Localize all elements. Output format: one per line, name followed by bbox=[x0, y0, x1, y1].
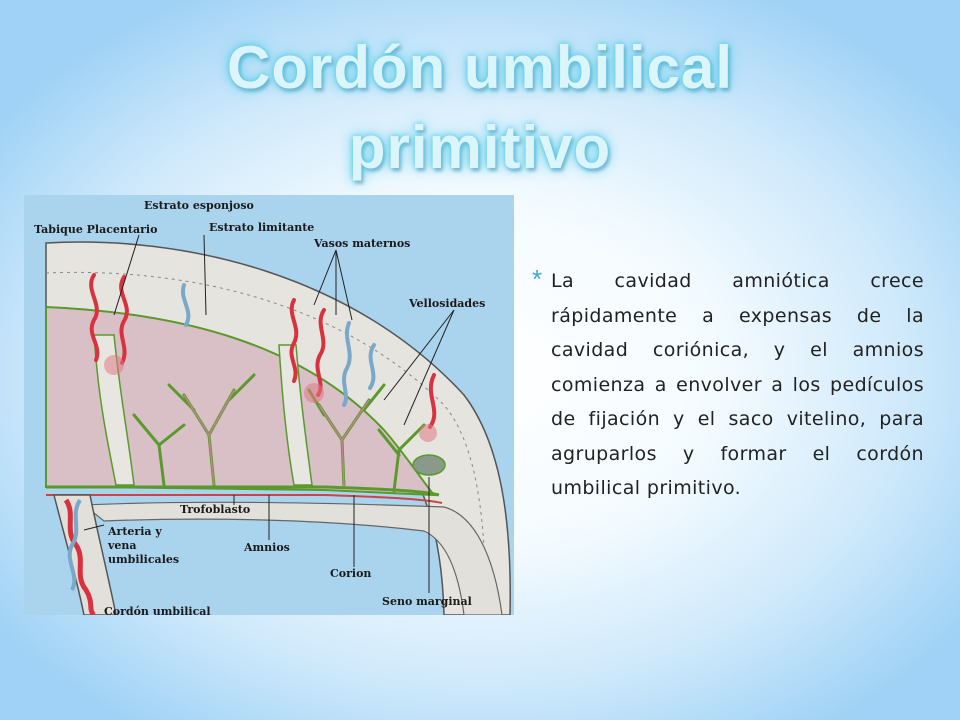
label-arteria-y: Arteria y bbox=[107, 525, 162, 538]
bullet-text: La cavidad amniótica crece rápidamente a… bbox=[551, 270, 924, 499]
label-umbilicales: umbilicales bbox=[108, 553, 179, 566]
label-trofoblasto: Trofoblasto bbox=[180, 503, 250, 516]
placenta-illustration: Estrato esponjoso Tabique Placentario Es… bbox=[34, 199, 511, 615]
amnion-chorion-membrane bbox=[82, 501, 503, 615]
label-vena: vena bbox=[107, 539, 137, 552]
label-vellosidades: Vellosidades bbox=[408, 297, 485, 310]
label-corion: Corion bbox=[330, 567, 371, 580]
chorion-vessel-line bbox=[46, 494, 443, 504]
label-amnios: Amnios bbox=[243, 541, 290, 554]
title-line-1: Cordón umbilical bbox=[226, 34, 734, 101]
slide-title: Cordón umbilical primitivo bbox=[0, 28, 960, 188]
placenta-diagram: Estrato esponjoso Tabique Placentario Es… bbox=[24, 195, 514, 615]
label-tabique-placentario: Tabique Placentario bbox=[34, 223, 157, 236]
bullet-marker: * bbox=[532, 264, 543, 294]
label-seno-marginal: Seno marginal bbox=[382, 595, 472, 608]
placental-septum bbox=[278, 344, 313, 486]
bullet-paragraph: * La cavidad amniótica crece rápidamente… bbox=[532, 264, 924, 506]
marginal-sinus bbox=[412, 454, 446, 476]
maternal-vessels bbox=[89, 273, 437, 429]
label-estrato-esponjoso: Estrato esponjoso bbox=[144, 199, 254, 212]
title-line-2: primitivo bbox=[348, 114, 612, 181]
leader-lines bbox=[83, 234, 455, 593]
villous-vessels bbox=[183, 389, 370, 488]
umbilical-vein bbox=[67, 498, 82, 591]
placental-septum bbox=[93, 334, 135, 486]
label-vasos-maternos: Vasos maternos bbox=[313, 237, 410, 250]
label-cordon-umbilical: Cordón umbilical bbox=[104, 605, 211, 615]
label-estrato-limitante: Estrato limitante bbox=[209, 221, 314, 234]
blood-spurts bbox=[104, 355, 437, 442]
umbilical-artery bbox=[63, 498, 96, 615]
